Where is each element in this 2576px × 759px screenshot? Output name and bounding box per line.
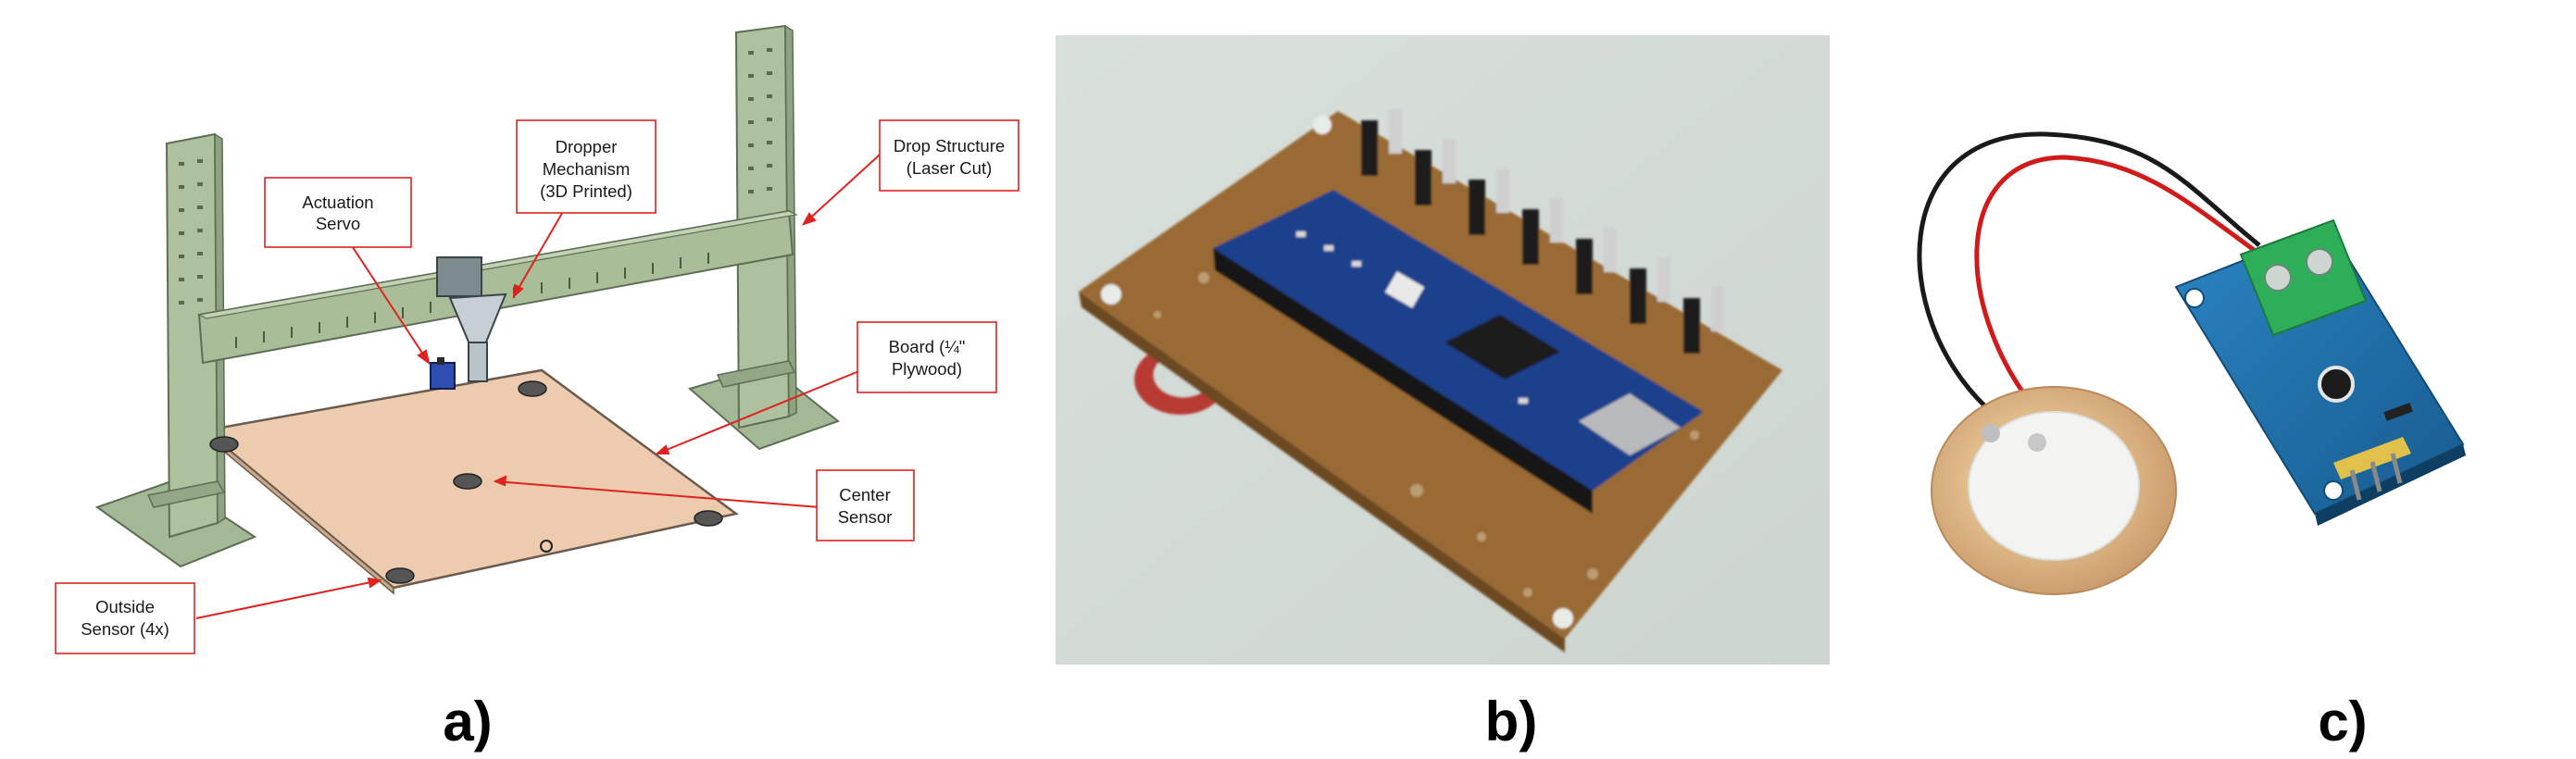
reset-button [1384,271,1425,308]
red-wire [1974,155,2275,418]
dropper-mechanism [430,256,507,390]
callout-drop-structure-line-2: (Laser Cut) [907,158,993,178]
callout-center-sensor-line-2: Sensor [838,507,893,527]
piezo-ceramic [1968,411,2140,561]
perfboard-speckle [1154,236,1699,597]
usb-connector [1579,393,1681,455]
callout-drop-structure-line-1: Drop Structure [894,136,1005,156]
callout-dropper-line-2: Mechanism [543,159,631,179]
module-mount-hole-1 [2184,288,2205,308]
callout-actuation-servo-line-1: Actuation [302,193,373,212]
board-screw [540,540,553,553]
panel-label-c: c) [2318,691,2367,753]
screw-1 [2264,264,2292,292]
solder-point-2 [2028,433,2046,452]
pin-legs [2349,453,2403,501]
screw-2 [2306,248,2333,276]
header-pins [1361,109,1724,354]
callout-actuation-servo: Actuation Servo [264,177,412,248]
callout-dropper-line-3: (3D Printed) [540,181,632,201]
panel-b-photo: b) [1056,35,1830,753]
panel-a-diagram: Actuation Servo Dropper Mechanism (3D Pr… [55,24,1019,753]
left-post-holes [179,159,203,305]
mount-hole-1 [1101,284,1121,305]
pin-header [2333,437,2411,479]
callout-board: Board (¼" Plywood) [857,321,997,393]
outside-sensor-3 [694,510,723,527]
callout-center-sensor: Center Sensor [816,469,915,541]
center-sensor-disc [453,473,482,490]
right-post-holes [748,48,772,193]
solder-point-1 [1982,424,2000,442]
callout-outside-sensor-line-1: Outside [95,597,155,616]
screw-terminal [2239,218,2368,337]
right-post-side [784,24,797,418]
left-brace [146,480,226,508]
callout-outside-sensor-line-2: Sensor (4x) [81,619,169,639]
callout-actuation-servo-line-2: Servo [316,214,360,233]
callout-dropper-line-1: Dropper [556,137,618,156]
panel-c-photo: c) [1917,131,2466,753]
crossbar-top [197,210,798,319]
callout-board-line-1: Board (¼" [889,337,966,356]
smd-diode [2383,403,2413,421]
outside-sensor-1 [209,436,239,453]
outside-sensor-4 [385,567,415,584]
callout-leaders [195,145,890,619]
microcontroller-chip [1444,315,1560,380]
right-brace [716,360,796,388]
black-wire [1917,131,2261,409]
callout-board-line-2: Plywood) [892,359,962,379]
mount-hole-3 [1553,608,1573,628]
mount-hole-2 [1313,116,1332,134]
round-component [2318,366,2355,403]
module-mount-hole-2 [2323,480,2344,501]
callout-drop-structure: Drop Structure (Laser Cut) [879,119,1019,192]
callout-dropper: Dropper Mechanism (3D Printed) [516,119,657,214]
outside-sensor-2 [518,380,547,397]
callout-outside-sensor: Outside Sensor (4x) [55,582,195,654]
panel-label-b: b) [1485,691,1538,753]
callout-center-sensor-line-1: Center [839,485,891,504]
panel-label-a: a) [443,691,492,753]
